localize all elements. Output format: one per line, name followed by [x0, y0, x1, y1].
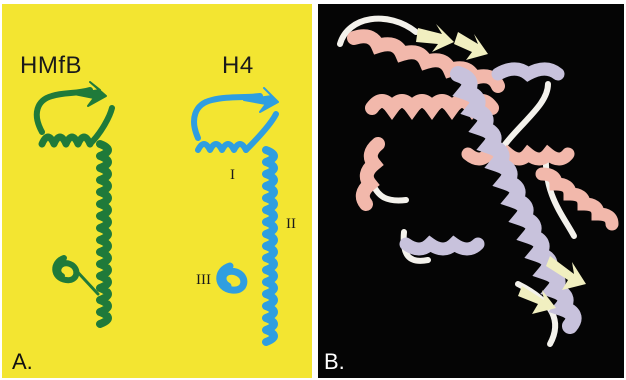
pink-helix-4: [468, 154, 568, 159]
panel-b: B.: [318, 4, 624, 378]
panel-a: HMfB H4 I II III A.: [2, 4, 312, 378]
h4-title: H4: [222, 52, 254, 80]
panel-a-label: A.: [12, 349, 33, 375]
helix-label-2: II: [286, 216, 296, 233]
panel-b-figure: [318, 4, 624, 378]
lavender-helix-3: [406, 244, 478, 249]
lavender-helix-2: [498, 69, 558, 74]
h4-helix-2: [266, 150, 274, 342]
hmfb-title: HMfB: [20, 52, 82, 80]
helix-label-3: III: [196, 272, 211, 289]
panel-b-label: B.: [324, 349, 345, 375]
helix-label-1: I: [230, 167, 235, 184]
